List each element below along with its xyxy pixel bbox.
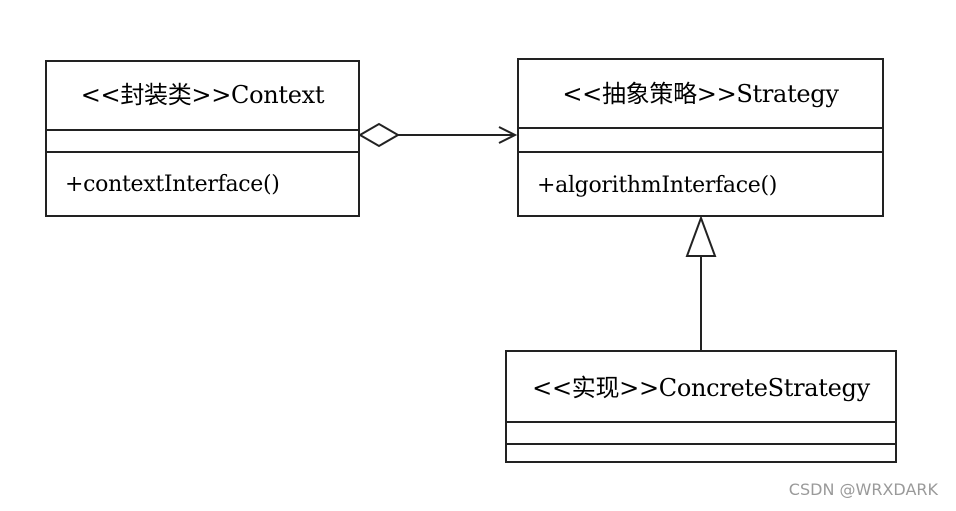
association-arrowhead-icon — [498, 126, 518, 144]
concrete-strategy-attributes-compartment — [507, 421, 895, 443]
context-class-name: <<封装类>>Context — [80, 81, 325, 109]
concrete-strategy-class-name: <<实现>>ConcreteStrategy — [532, 374, 870, 402]
generalization-triangle-icon — [685, 215, 717, 257]
context-attributes-compartment — [47, 129, 358, 151]
strategy-attributes-compartment — [519, 127, 882, 151]
context-class-box: <<封装类>>Context +contextInterface() — [45, 60, 360, 217]
concrete-strategy-class-box: <<实现>>ConcreteStrategy — [505, 350, 897, 463]
concrete-strategy-operations-compartment — [507, 443, 895, 461]
strategy-operation: +algorithmInterface() — [537, 173, 778, 198]
aggregation-association — [358, 122, 518, 148]
watermark: CSDN @WRXDARK — [788, 480, 938, 499]
generalization-relationship — [685, 215, 717, 350]
context-operation: +contextInterface() — [65, 172, 280, 197]
strategy-operations-compartment: +algorithmInterface() — [519, 151, 882, 215]
strategy-class-name: <<抽象策略>>Strategy — [562, 80, 839, 108]
strategy-class-box: <<抽象策略>>Strategy +algorithmInterface() — [517, 58, 884, 217]
context-operations-compartment: +contextInterface() — [47, 151, 358, 215]
aggregation-diamond-icon — [358, 122, 400, 148]
